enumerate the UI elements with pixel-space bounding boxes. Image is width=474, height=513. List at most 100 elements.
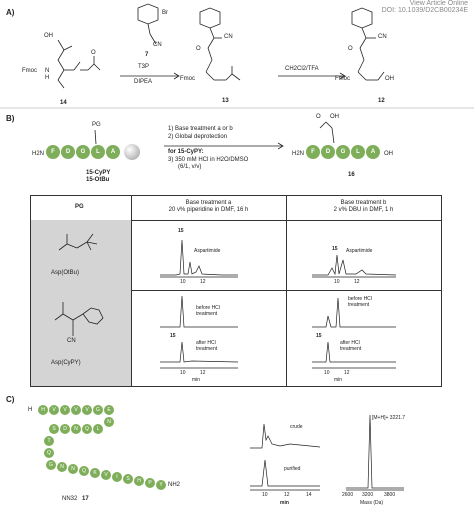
peak-15-row1-a: 15 — [178, 228, 184, 234]
doi-text: DOI: 10.1039/D2CB00234E — [381, 7, 468, 14]
bead-r4-11: Y — [156, 480, 166, 490]
compound-13-number: 13 — [222, 98, 229, 104]
ms-tick-2600: 2600 — [342, 492, 354, 498]
panel-c-label: C) — [6, 395, 15, 404]
row1-b-cell — [286, 220, 441, 291]
before-hcl-a2: treatment — [196, 311, 218, 317]
bead-5: A — [366, 145, 380, 159]
before-hcl-b: before HCl — [348, 296, 372, 302]
compound-15-otbu: 15-OtBu — [86, 177, 110, 183]
trace-row2-b-after — [312, 341, 396, 363]
row2-pg-cell: CN Asp(CyPY) — [31, 290, 132, 386]
cpd14-fmoc: Fmoc — [22, 68, 37, 74]
step-1-text: 1) Base treatment a or b — [168, 126, 233, 132]
trace-row2-a-after — [160, 341, 239, 363]
bead-r1-2: V — [49, 405, 59, 415]
bead-r2-2: L — [93, 424, 103, 434]
bead-r4-9: H — [134, 476, 144, 486]
after-hcl-a: after HCl — [196, 340, 216, 346]
tick-10-row1-a: 10 — [180, 279, 186, 285]
ms-tick-3800: 3800 — [384, 492, 396, 498]
step-3b-text: (6/1, v/v) — [178, 164, 202, 170]
row1-pg-name: Asp(OtBu) — [51, 270, 80, 276]
peak-15-row1-b: 15 — [332, 246, 338, 252]
cypy-structure — [54, 302, 104, 336]
tick-10-row1-b: 10 — [334, 279, 340, 285]
col-b-title: Base treatment b — [340, 200, 387, 206]
c-terminus-nh2: NH2 — [168, 482, 181, 488]
condition-dipea: DIPEA — [134, 79, 153, 85]
otbu-structure — [58, 233, 98, 251]
bead-r3-1: T — [44, 436, 54, 446]
resin-bead — [124, 144, 140, 160]
peptide-bead-chain: F D G L A — [46, 144, 166, 161]
aspartimide-a: Aspartimide — [194, 248, 221, 254]
bead-r1-6: G — [93, 405, 103, 415]
view-article-link[interactable]: View Article Online — [409, 0, 468, 7]
trace-row1-a — [160, 239, 238, 276]
h2n-label: H2N — [32, 151, 45, 157]
ms-axis-label: Mass (Da) — [360, 500, 384, 506]
compound-16-number: 16 — [348, 172, 355, 178]
cpd13-cn: CN — [224, 34, 233, 40]
bead-r4-7: I — [112, 472, 122, 482]
bead-3: G — [336, 145, 350, 159]
lc-min-label: min — [280, 500, 289, 506]
row2-pg-name: Asp(CyPY) — [51, 360, 81, 366]
lc-tick-14: 14 — [306, 492, 312, 498]
cpd12-cn: CN — [378, 34, 387, 40]
nn32-name: NN32 — [62, 496, 78, 502]
bead-r4-6: V — [101, 470, 111, 480]
product-bead-chain: F D G L A — [306, 145, 396, 161]
panel-a-label: A) — [6, 8, 15, 17]
bead-r2-1: N — [104, 417, 114, 427]
reagent-br: Br — [162, 10, 168, 16]
bead-r4-10: P — [145, 478, 155, 488]
peak-15-row2-b: 15 — [316, 333, 322, 339]
crude-label: crude — [290, 424, 303, 430]
trace-row2-a-before — [160, 295, 238, 328]
step-for-text: for 15-CyPY: — [168, 149, 204, 155]
aspartimide-b: Aspartimide — [346, 248, 373, 254]
bead-r2-5: D — [60, 424, 70, 434]
nn32-peptide-diagram: H H V V V V G E N L Q N D S T Q G N N Q … — [28, 400, 228, 510]
trace-purified — [250, 459, 320, 487]
col-a-title: Base treatment a — [185, 200, 232, 206]
condition-t3p: T3P — [138, 64, 150, 70]
comparison-table: PG Base treatment a 20 v% piperidine in … — [30, 195, 442, 387]
after-hcl-b: after HCl — [340, 340, 360, 346]
cpd13-fmoc: Fmoc — [180, 76, 195, 82]
bead-r1-1: H — [38, 405, 48, 415]
bead-r1-7: E — [104, 405, 114, 415]
tick-12-row1-b: 12 — [354, 279, 360, 285]
row1-a-cell — [131, 220, 287, 291]
col-a-subtitle: 20 v% piperidine in DMF, 16 h — [168, 207, 249, 213]
bead-r4-4: Q — [79, 466, 89, 476]
pg-header-text: PG — [75, 204, 84, 210]
panel-b-label: B) — [6, 114, 15, 123]
cpd16-oh-end: OH — [384, 151, 393, 157]
reagent-cn: CN — [153, 42, 162, 48]
trace-crude — [250, 423, 321, 449]
trace-row1-b — [312, 254, 397, 276]
bead-r1-5: V — [82, 405, 92, 415]
row1-pg-cell: Asp(OtBu) — [31, 220, 132, 291]
before-hcl-b2: treatment — [348, 302, 370, 308]
ms-trace — [346, 414, 404, 489]
min-row2-b: min — [334, 377, 343, 383]
compound-15-cypy: 15-CyPY — [86, 170, 111, 176]
bead-r2-4: N — [71, 424, 81, 434]
cpd14-oh: OH — [44, 33, 53, 39]
bead-4: L — [351, 145, 365, 159]
bead-2: D — [61, 145, 75, 159]
bead-r1-3: V — [60, 405, 70, 415]
col-b-subtitle: 2 v% DBU in DMF, 1 h — [333, 207, 394, 213]
compound-14-number: 14 — [60, 100, 67, 106]
cpd12-oh: OH — [385, 76, 394, 82]
lc-tick-12: 12 — [284, 492, 290, 498]
cpd13-o: O — [196, 46, 201, 52]
reagent-7-number: 7 — [145, 52, 149, 58]
col-a-header: Base treatment a 20 v% piperidine in DMF… — [131, 196, 287, 221]
